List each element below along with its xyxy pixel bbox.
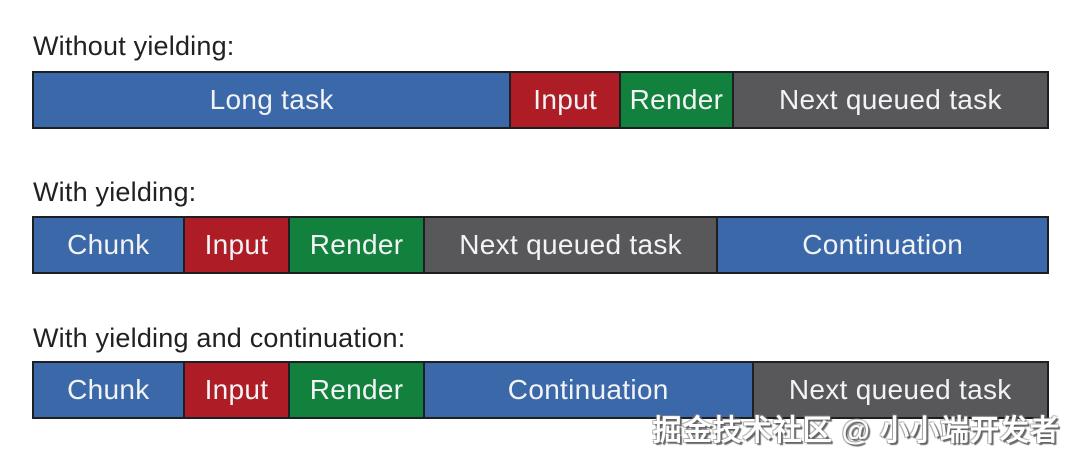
bar-segment-next-queued-task: Next queued task	[751, 363, 1047, 417]
bar-segment-continuation: Continuation	[422, 363, 752, 417]
bar-segment-chunk: Chunk	[34, 218, 183, 272]
bar-segment-label: Chunk	[67, 374, 150, 405]
bar-segment-label: Input	[533, 84, 598, 115]
bar-segment-next-queued-task: Next queued task	[422, 218, 717, 272]
bar-segment-label: Long task	[209, 84, 334, 115]
task-bar-without-yielding: Long task Input Render Next queued task	[32, 71, 1049, 129]
bar-segment-label: Continuation	[802, 229, 964, 260]
task-bar-with-yielding: Chunk Input Render Next queued task Continua…	[32, 216, 1049, 274]
bar-segment-input: Input	[182, 363, 289, 417]
bar-segment-label: Chunk	[67, 229, 150, 260]
bar-segment-chunk: Chunk	[34, 363, 183, 417]
bar-segment-label: Next queued task	[459, 229, 682, 260]
bar-segment-label: Render	[309, 229, 404, 260]
row-label-without-yielding: Without yielding:	[33, 31, 235, 61]
bar-segment-long-task: Long task	[34, 73, 510, 127]
bar-segment-label: Continuation	[507, 374, 669, 405]
bar-segment-label: Input	[204, 229, 269, 260]
bar-segment-input: Input	[509, 73, 620, 127]
bar-segment-label: Next queued task	[788, 374, 1012, 405]
row-label-with-yielding-and-continuation: With yielding and continuation:	[33, 323, 406, 353]
bar-segment-render: Render	[288, 363, 423, 417]
bar-segment-label: Render	[309, 374, 404, 405]
bar-segment-label: Render	[629, 84, 724, 115]
watermark-text: 掘金技术社区 @ 小小端开发者	[652, 415, 1060, 447]
bar-segment-next-queued-task: Next queued task	[731, 73, 1047, 127]
bar-segment-label: Input	[204, 374, 269, 405]
task-bar-with-yielding-and-continuation: Chunk Input Render Continuation Next queued …	[32, 361, 1049, 419]
bar-segment-label: Next queued task	[779, 84, 1002, 115]
bar-segment-render: Render	[619, 73, 732, 127]
bar-segment-continuation: Continuation	[716, 218, 1047, 272]
row-label-with-yielding: With yielding:	[33, 177, 197, 207]
bar-segment-input: Input	[182, 218, 289, 272]
bar-segment-render: Render	[288, 218, 423, 272]
